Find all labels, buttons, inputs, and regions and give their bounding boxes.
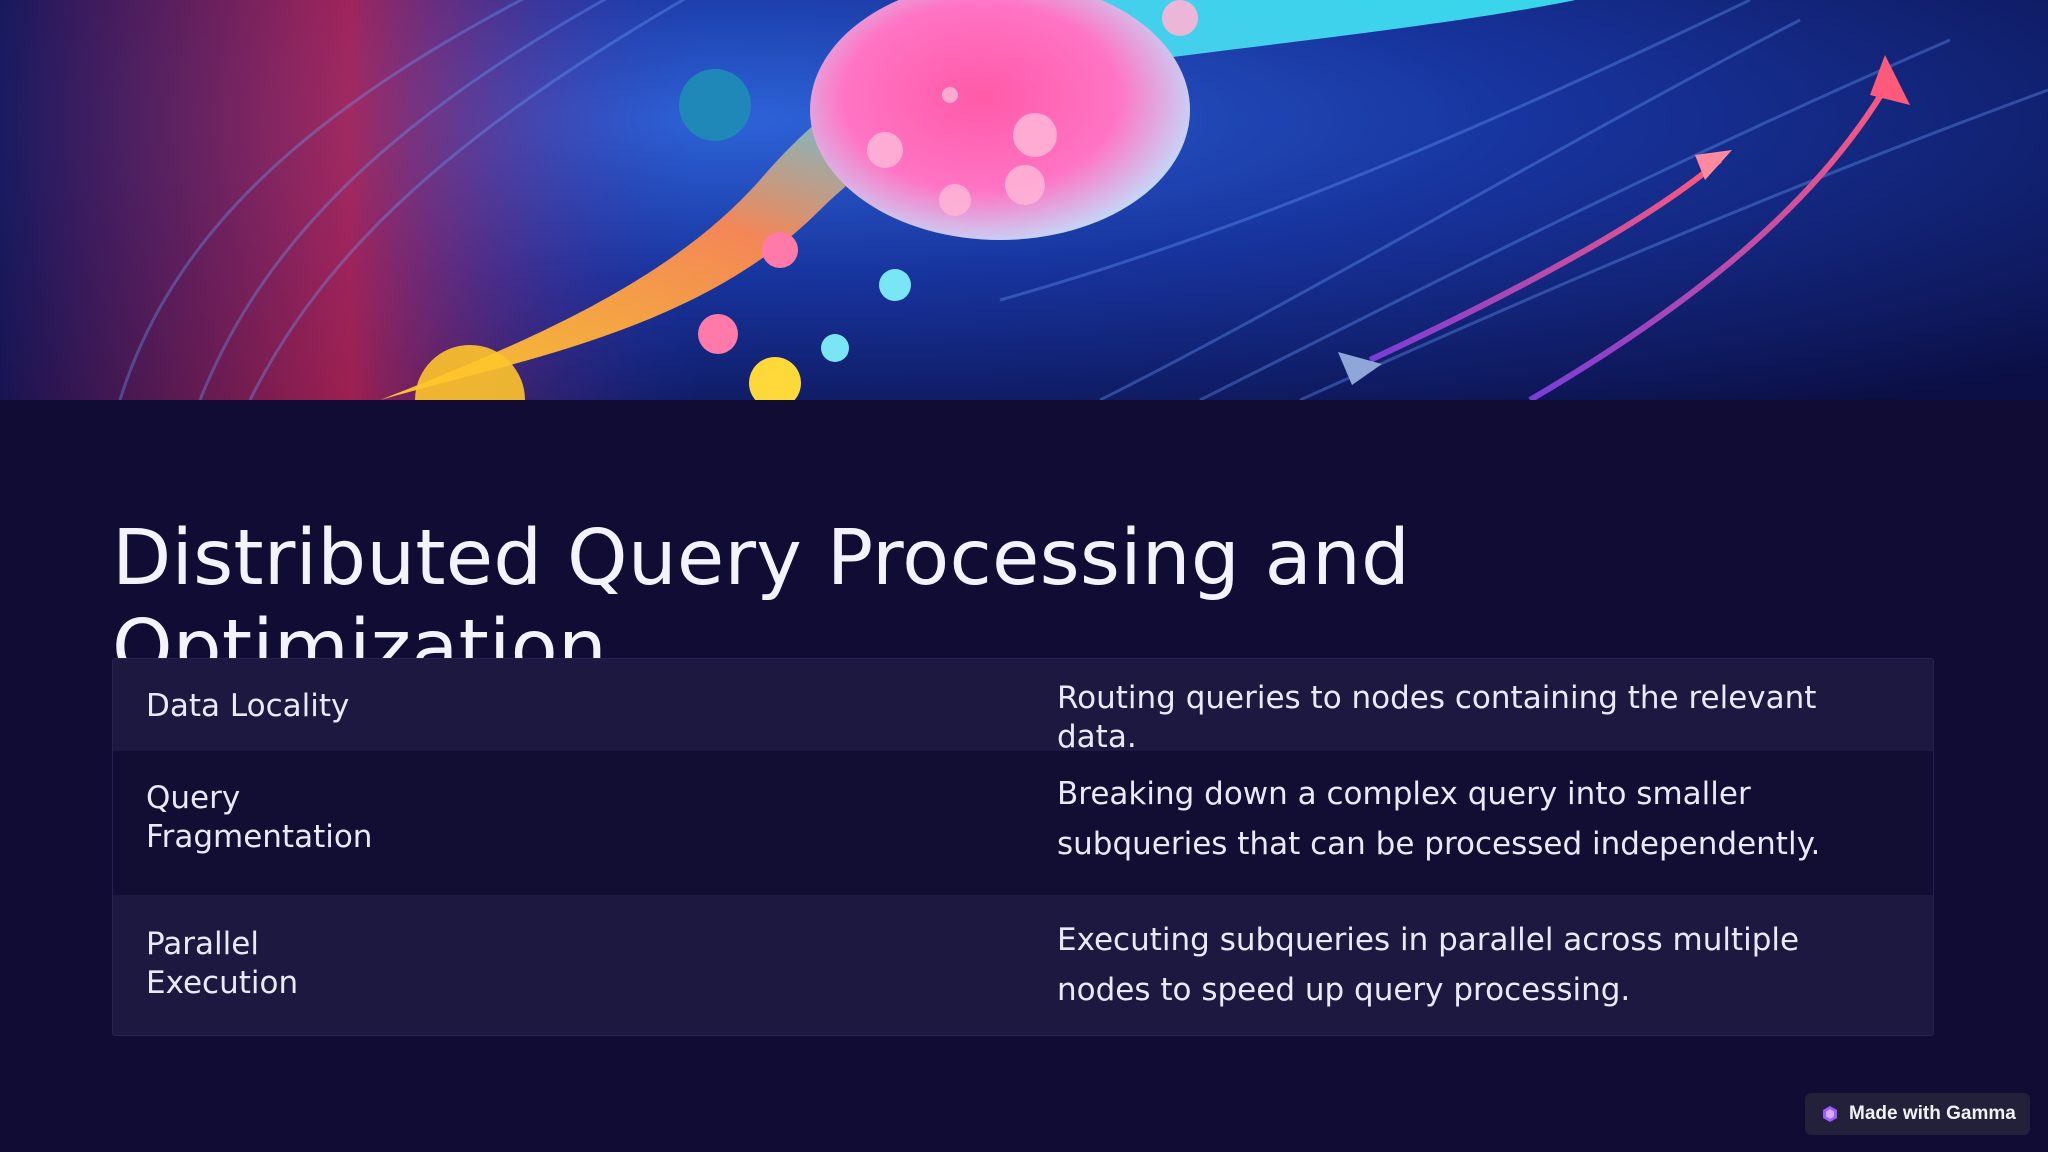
table-description: Routing queries to nodes containing the … <box>1057 680 1817 755</box>
slide-title: Distributed Query Processing and Optimiz… <box>112 514 1411 693</box>
table-description: Breaking down a complex query into small… <box>1057 776 1821 862</box>
badge-label: Made with Gamma <box>1849 1103 2016 1124</box>
table-term: Data Locality <box>146 688 350 724</box>
gamma-logo-icon <box>1823 1106 1837 1122</box>
made-with-gamma-badge[interactable]: Made with Gamma <box>1805 1093 2030 1135</box>
table-description: Executing subqueries in parallel across … <box>1057 922 1800 1008</box>
table-term: Query Fragmentation <box>146 780 373 855</box>
abstract-fluid-illustration <box>0 0 2048 400</box>
table-row: Data Locality Routing queries to nodes c… <box>113 659 1933 755</box>
key-concepts-table: Data Locality Routing queries to nodes c… <box>112 658 1934 1036</box>
table-row: Parallel Execution Executing subqueries … <box>113 895 1933 1035</box>
table-row: Query Fragmentation Breaking down a comp… <box>113 751 1933 895</box>
table-term: Parallel Execution <box>146 926 299 1001</box>
hero-image <box>0 0 2048 400</box>
